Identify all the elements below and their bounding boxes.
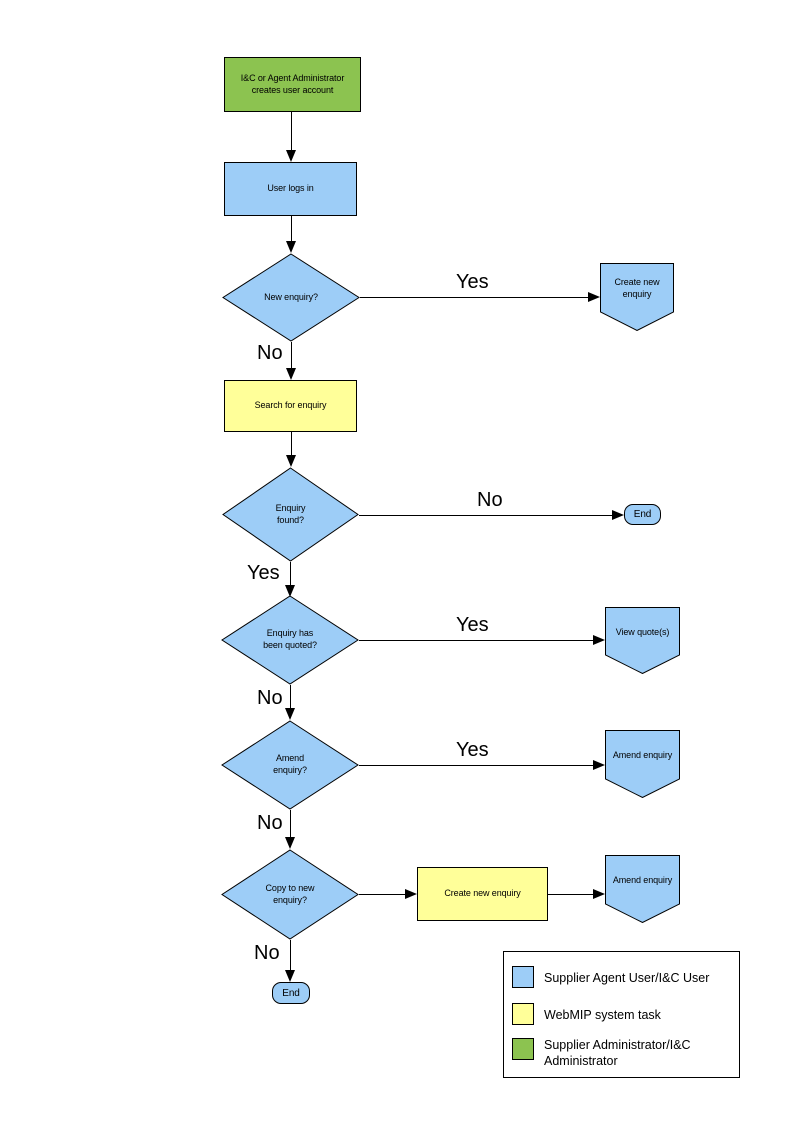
- edge-label-yes: Yes: [247, 562, 280, 584]
- connector-line: [548, 894, 594, 895]
- legend-label-system: WebMIP system task: [544, 1008, 661, 1022]
- arrowhead-down-icon: [285, 585, 295, 597]
- legend: [503, 951, 740, 1078]
- arrowhead-right-icon: [593, 760, 605, 770]
- node-label: Enquiry found?: [275, 502, 306, 525]
- offpage-amend-enquiry-1: Amend enquiry: [605, 730, 680, 798]
- process-user-logs-in: User logs in: [224, 162, 357, 216]
- node-label: Create new enquiry: [444, 888, 521, 899]
- offpage-amend-enquiry-2: Amend enquiry: [605, 855, 680, 923]
- edge-label-yes: Yes: [456, 614, 489, 636]
- edge-label-no: No: [257, 687, 283, 709]
- edge-label-no: No: [254, 942, 280, 964]
- node-label: Amend enquiry: [612, 875, 673, 886]
- arrowhead-down-icon: [286, 368, 296, 380]
- edge-label-yes: Yes: [456, 271, 489, 293]
- edge-label-no: No: [477, 489, 503, 511]
- diamond-shape: [221, 595, 359, 685]
- arrowhead-down-icon: [286, 455, 296, 467]
- process-search-for-enquiry: Search for enquiry: [224, 380, 357, 432]
- node-label: Enquiry has been quoted?: [263, 628, 317, 650]
- legend-swatch-user: [512, 966, 534, 988]
- pentagon-shape: [605, 607, 680, 674]
- arrowhead-right-icon: [405, 889, 417, 899]
- diamond-shape: [222, 467, 359, 562]
- connector-line: [291, 342, 292, 369]
- pentagon-shape: [605, 855, 680, 923]
- edge-label-yes: Yes: [456, 739, 489, 761]
- edge-label-no: No: [257, 812, 283, 834]
- connector-line: [359, 640, 593, 641]
- offpage-view-quotes: View quote(s): [605, 607, 680, 674]
- pentagon-shape: [605, 730, 680, 798]
- connector-line: [290, 562, 291, 586]
- decision-enquiry-found: Enquiry found?: [222, 467, 359, 562]
- connector-line: [290, 940, 291, 971]
- arrowhead-down-icon: [285, 837, 295, 849]
- terminator-end-bottom: End: [272, 982, 310, 1004]
- connector-line: [291, 432, 292, 456]
- process-create-new-enquiry: Create new enquiry: [417, 867, 548, 921]
- connector-line: [290, 685, 291, 709]
- arrowhead-down-icon: [285, 708, 295, 720]
- terminator-end-right: End: [624, 504, 661, 525]
- arrowhead-right-icon: [588, 292, 600, 302]
- decision-amend-enquiry: Amend enquiry?: [221, 720, 359, 810]
- decision-copy-to-new-enquiry: Copy to new enquiry?: [221, 849, 359, 940]
- pentagon-shape: [600, 263, 674, 331]
- node-label: View quote(s): [615, 626, 670, 637]
- arrowhead-down-icon: [285, 970, 295, 982]
- connector-line: [359, 515, 612, 516]
- connector-line: [359, 765, 593, 766]
- arrowhead-right-icon: [593, 889, 605, 899]
- decision-enquiry-quoted: Enquiry has been quoted?: [221, 595, 359, 685]
- node-label: Create new enquiry: [614, 277, 660, 299]
- diamond-shape: [221, 849, 359, 940]
- connector-line: [290, 810, 291, 838]
- diamond-shape: [222, 253, 360, 342]
- legend-swatch-admin: [512, 1038, 534, 1060]
- connector-line: [359, 894, 406, 895]
- node-label: End: [633, 509, 652, 520]
- legend-swatch-system: [512, 1003, 534, 1025]
- arrowhead-down-icon: [286, 241, 296, 253]
- legend-label-admin: Supplier Administrator/I&C Administrator: [544, 1038, 691, 1069]
- legend-label-user: Supplier Agent User/I&C User: [544, 971, 710, 985]
- arrowhead-right-icon: [593, 635, 605, 645]
- connector-line: [291, 216, 292, 241]
- arrowhead-right-icon: [612, 510, 624, 520]
- diamond-shape: [221, 720, 359, 810]
- offpage-create-new-enquiry: Create new enquiry: [600, 263, 674, 331]
- node-label: End: [282, 987, 300, 999]
- connector-line: [291, 112, 292, 150]
- node-label: User logs in: [267, 183, 314, 194]
- edge-label-no: No: [257, 342, 283, 364]
- node-label: I&C or Agent Administrator creates user …: [240, 72, 345, 95]
- process-admin-creates-account: I&C or Agent Administrator creates user …: [224, 57, 361, 112]
- node-label: Search for enquiry: [254, 400, 327, 411]
- node-label: New enquiry?: [264, 291, 318, 302]
- node-label: Copy to new enquiry?: [265, 882, 315, 905]
- node-label: Amend enquiry: [612, 750, 673, 761]
- connector-line: [360, 297, 588, 298]
- arrowhead-down-icon: [286, 150, 296, 162]
- decision-new-enquiry: New enquiry?: [222, 253, 360, 342]
- node-label: Amend enquiry?: [273, 753, 307, 775]
